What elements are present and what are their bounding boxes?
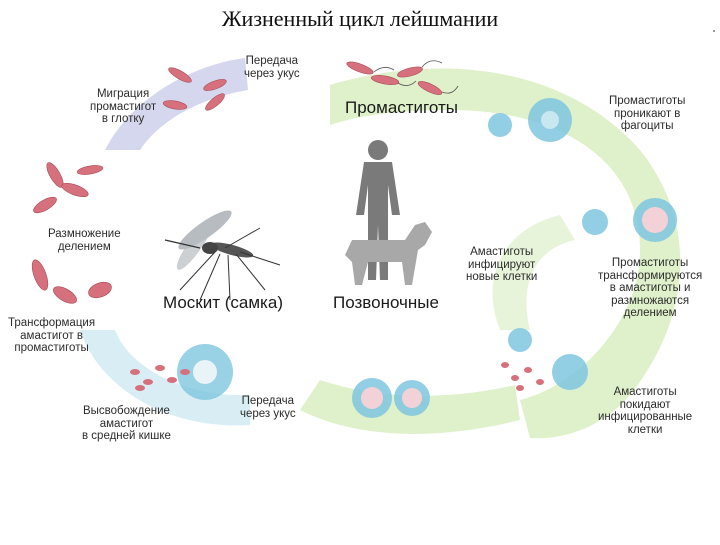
page-title: Жизненный цикл лейшмании: [0, 6, 720, 32]
label-amastigotes-infect: Амастиготы инфицируют новые клетки: [466, 246, 537, 284]
label-amastigotes-leave: Амастиготы покидают инфицированные клетк…: [598, 386, 692, 436]
dog-silhouette: [345, 222, 432, 285]
label-transmission-bite-top: Передача через укус: [244, 55, 300, 80]
label-amastigote-release: Высвобождение амастигот в средней кишке: [82, 405, 171, 443]
heading-mosquito: Москит (самка): [163, 293, 283, 313]
label-division: Размножение делением: [48, 228, 121, 253]
mosquito-drawing: [165, 205, 280, 300]
label-promastigotes-phagocytes: Промастиготы проникают в фагоциты: [609, 95, 685, 133]
corner-mark: [713, 30, 715, 32]
label-transmission-bite-bottom: Передача через укус: [240, 395, 296, 420]
label-promastigotes-transform: Промастиготы трансформируются в амастиго…: [598, 257, 702, 320]
heading-promastigotes: Промастиготы: [345, 98, 458, 118]
label-amastigote-transform: Трансформация амастигот в промастиготы: [8, 317, 95, 355]
heading-vertebrates: Позвоночные: [333, 293, 439, 313]
label-promastigote-migration: Миграция промастигот в глотку: [90, 88, 156, 126]
